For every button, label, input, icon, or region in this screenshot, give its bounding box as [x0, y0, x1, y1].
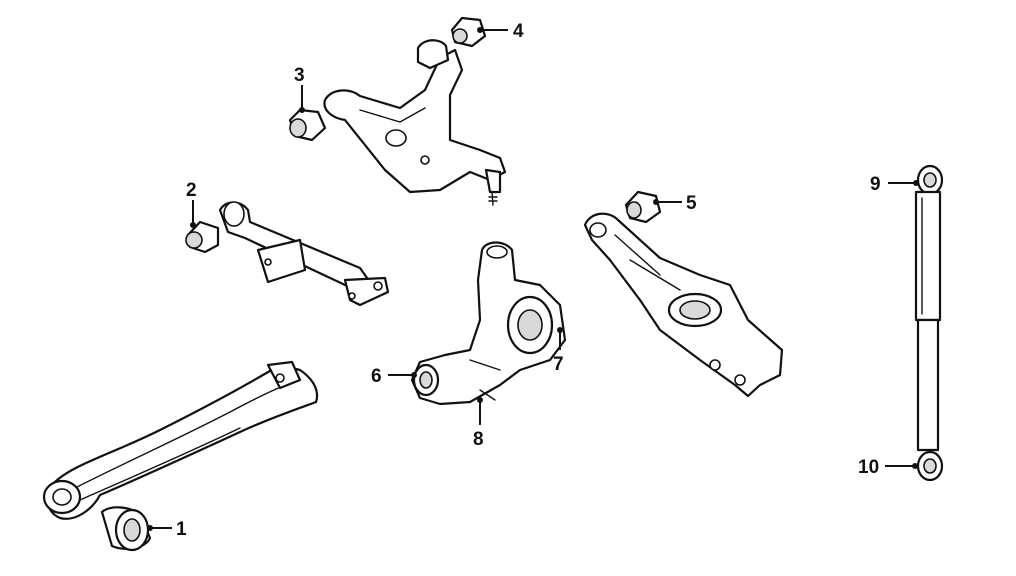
lateral-link [218, 201, 390, 307]
shock-absorber [914, 164, 944, 482]
trailing-arm [42, 360, 319, 520]
callout-10: 10 [858, 457, 879, 478]
callout-3: 3 [294, 65, 305, 86]
bushing-3 [288, 108, 327, 142]
callout-9: 9 [870, 174, 881, 195]
leader-lines [147, 27, 919, 531]
callout-1: 1 [176, 519, 187, 540]
callout-2: 2 [186, 180, 197, 201]
callout-4: 4 [513, 21, 524, 42]
bushing-5 [624, 190, 662, 224]
lower-control-arm [583, 212, 784, 398]
upper-control-arm [323, 39, 507, 206]
callout-5: 5 [686, 193, 697, 214]
callout-8: 8 [473, 429, 484, 450]
bushing-4 [450, 16, 487, 48]
steering-knuckle [410, 241, 567, 406]
bushing-1 [100, 506, 152, 552]
callout-6: 6 [371, 366, 382, 387]
callout-7: 7 [553, 354, 564, 375]
bushing-2 [185, 220, 220, 254]
